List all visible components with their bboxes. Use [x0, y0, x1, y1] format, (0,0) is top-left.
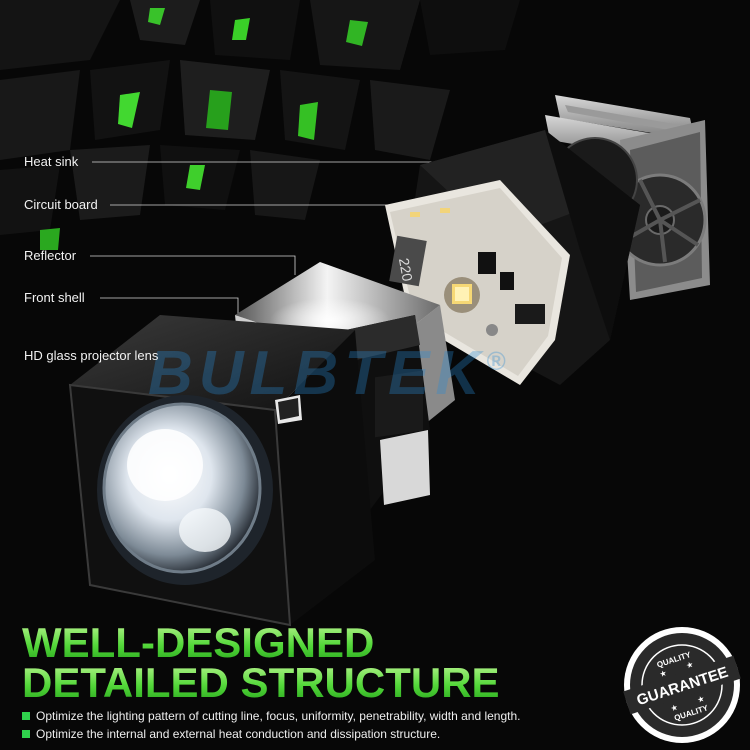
guarantee-badge: GUARANTEE QUALITY QUALITY ★ ★ ★ ★ [623, 627, 741, 743]
bullet-square-icon [22, 712, 30, 720]
registered-mark: ® [486, 346, 506, 376]
feature-text: Optimize the lighting pattern of cutting… [36, 709, 521, 723]
background-cubes [0, 0, 520, 250]
feature-text: Optimize the internal and external heat … [36, 727, 441, 741]
watermark-brand: BULBTEK [148, 339, 487, 408]
lens-housing [68, 315, 375, 627]
star-icon: ★ [696, 694, 706, 705]
callout-heat-sink: Heat sink [24, 154, 79, 169]
star-icon: ★ [670, 703, 680, 714]
callout-circuit-board: Circuit board [24, 197, 98, 212]
headline-line-1: WELL-DESIGNED [22, 619, 375, 666]
circuit-board-housing: 220 [385, 130, 640, 385]
callout-reflector: Reflector [24, 248, 77, 263]
brand-watermark: BULBTEK® [148, 338, 505, 409]
callout-front-shell: Front shell [24, 290, 85, 305]
feature-bullet: Optimize the lighting pattern of cutting… [22, 709, 520, 723]
bullet-square-icon [22, 730, 30, 738]
callout-projector-lens: HD glass projector lens [24, 348, 159, 363]
star-icon: ★ [685, 660, 695, 671]
board-marking: 220 [396, 257, 416, 283]
feature-bullet: Optimize the internal and external heat … [22, 727, 440, 741]
headline-line-2: DETAILED STRUCTURE [22, 659, 500, 706]
star-icon: ★ [658, 668, 668, 679]
